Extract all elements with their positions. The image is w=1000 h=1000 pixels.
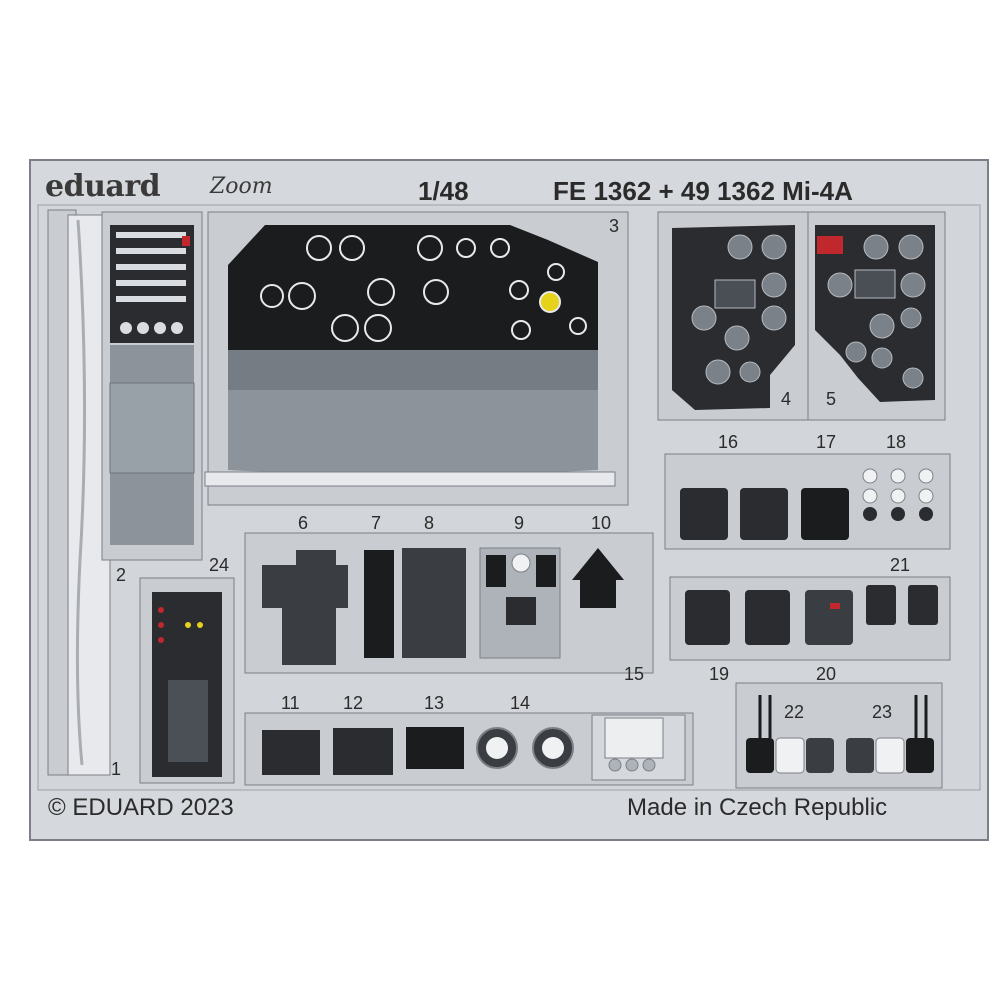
parts-6-10 bbox=[244, 532, 654, 674]
part-number-10: 10 bbox=[591, 513, 612, 533]
part-number-12: 12 bbox=[343, 693, 364, 713]
part-number-13: 13 bbox=[424, 693, 445, 713]
part-number-24: 24 bbox=[209, 555, 230, 575]
part-number-9: 9 bbox=[514, 513, 525, 533]
part-4 bbox=[657, 211, 809, 421]
part-number-4: 4 bbox=[781, 389, 792, 409]
part-2-red-tag bbox=[182, 236, 190, 246]
part-19-20-21 bbox=[669, 576, 951, 661]
part-5-gauges bbox=[827, 234, 926, 389]
part-number-17: 17 bbox=[816, 432, 837, 452]
brand-logo: eduard bbox=[45, 169, 161, 204]
part-number-2: 2 bbox=[116, 565, 127, 585]
scale-label: 1/48 bbox=[418, 176, 469, 206]
part-number-21: 21 bbox=[890, 555, 911, 575]
part-1 bbox=[47, 209, 111, 776]
part-number-1: 1 bbox=[111, 759, 122, 779]
part-number-5: 5 bbox=[826, 389, 837, 409]
part-16-17-18 bbox=[664, 453, 951, 550]
part-number-20: 20 bbox=[816, 664, 837, 684]
copyright: © EDUARD 2023 bbox=[48, 794, 234, 821]
part-number-3: 3 bbox=[609, 216, 620, 236]
part-number-18: 18 bbox=[886, 432, 907, 452]
part-number-8: 8 bbox=[424, 513, 435, 533]
part-3-gauges bbox=[260, 235, 587, 342]
part-2-switch-rows bbox=[116, 232, 186, 334]
part-number-23: 23 bbox=[872, 702, 893, 722]
part-number-16: 16 bbox=[718, 432, 739, 452]
part-number-7: 7 bbox=[371, 513, 382, 533]
zoom-logo: Zoom bbox=[210, 174, 273, 199]
part-number-11: 11 bbox=[281, 693, 300, 713]
part-number-14: 14 bbox=[510, 693, 531, 713]
part-number-19: 19 bbox=[709, 664, 730, 684]
parts-22-23 bbox=[735, 682, 943, 789]
part-number-15: 15 bbox=[624, 664, 645, 684]
part-24 bbox=[139, 577, 235, 784]
parts-11-15 bbox=[244, 712, 694, 786]
part-3 bbox=[204, 211, 629, 506]
part-5-red-lights bbox=[817, 236, 843, 254]
origin-label: Made in Czech Republic bbox=[627, 794, 888, 821]
part-3-yellow-gauge bbox=[539, 291, 561, 313]
part-4-gauges bbox=[691, 234, 787, 385]
product-code: FE 1362 + 49 1362 Mi-4A bbox=[553, 176, 853, 206]
part-number-22: 22 bbox=[784, 702, 805, 722]
part-number-6: 6 bbox=[298, 513, 309, 533]
